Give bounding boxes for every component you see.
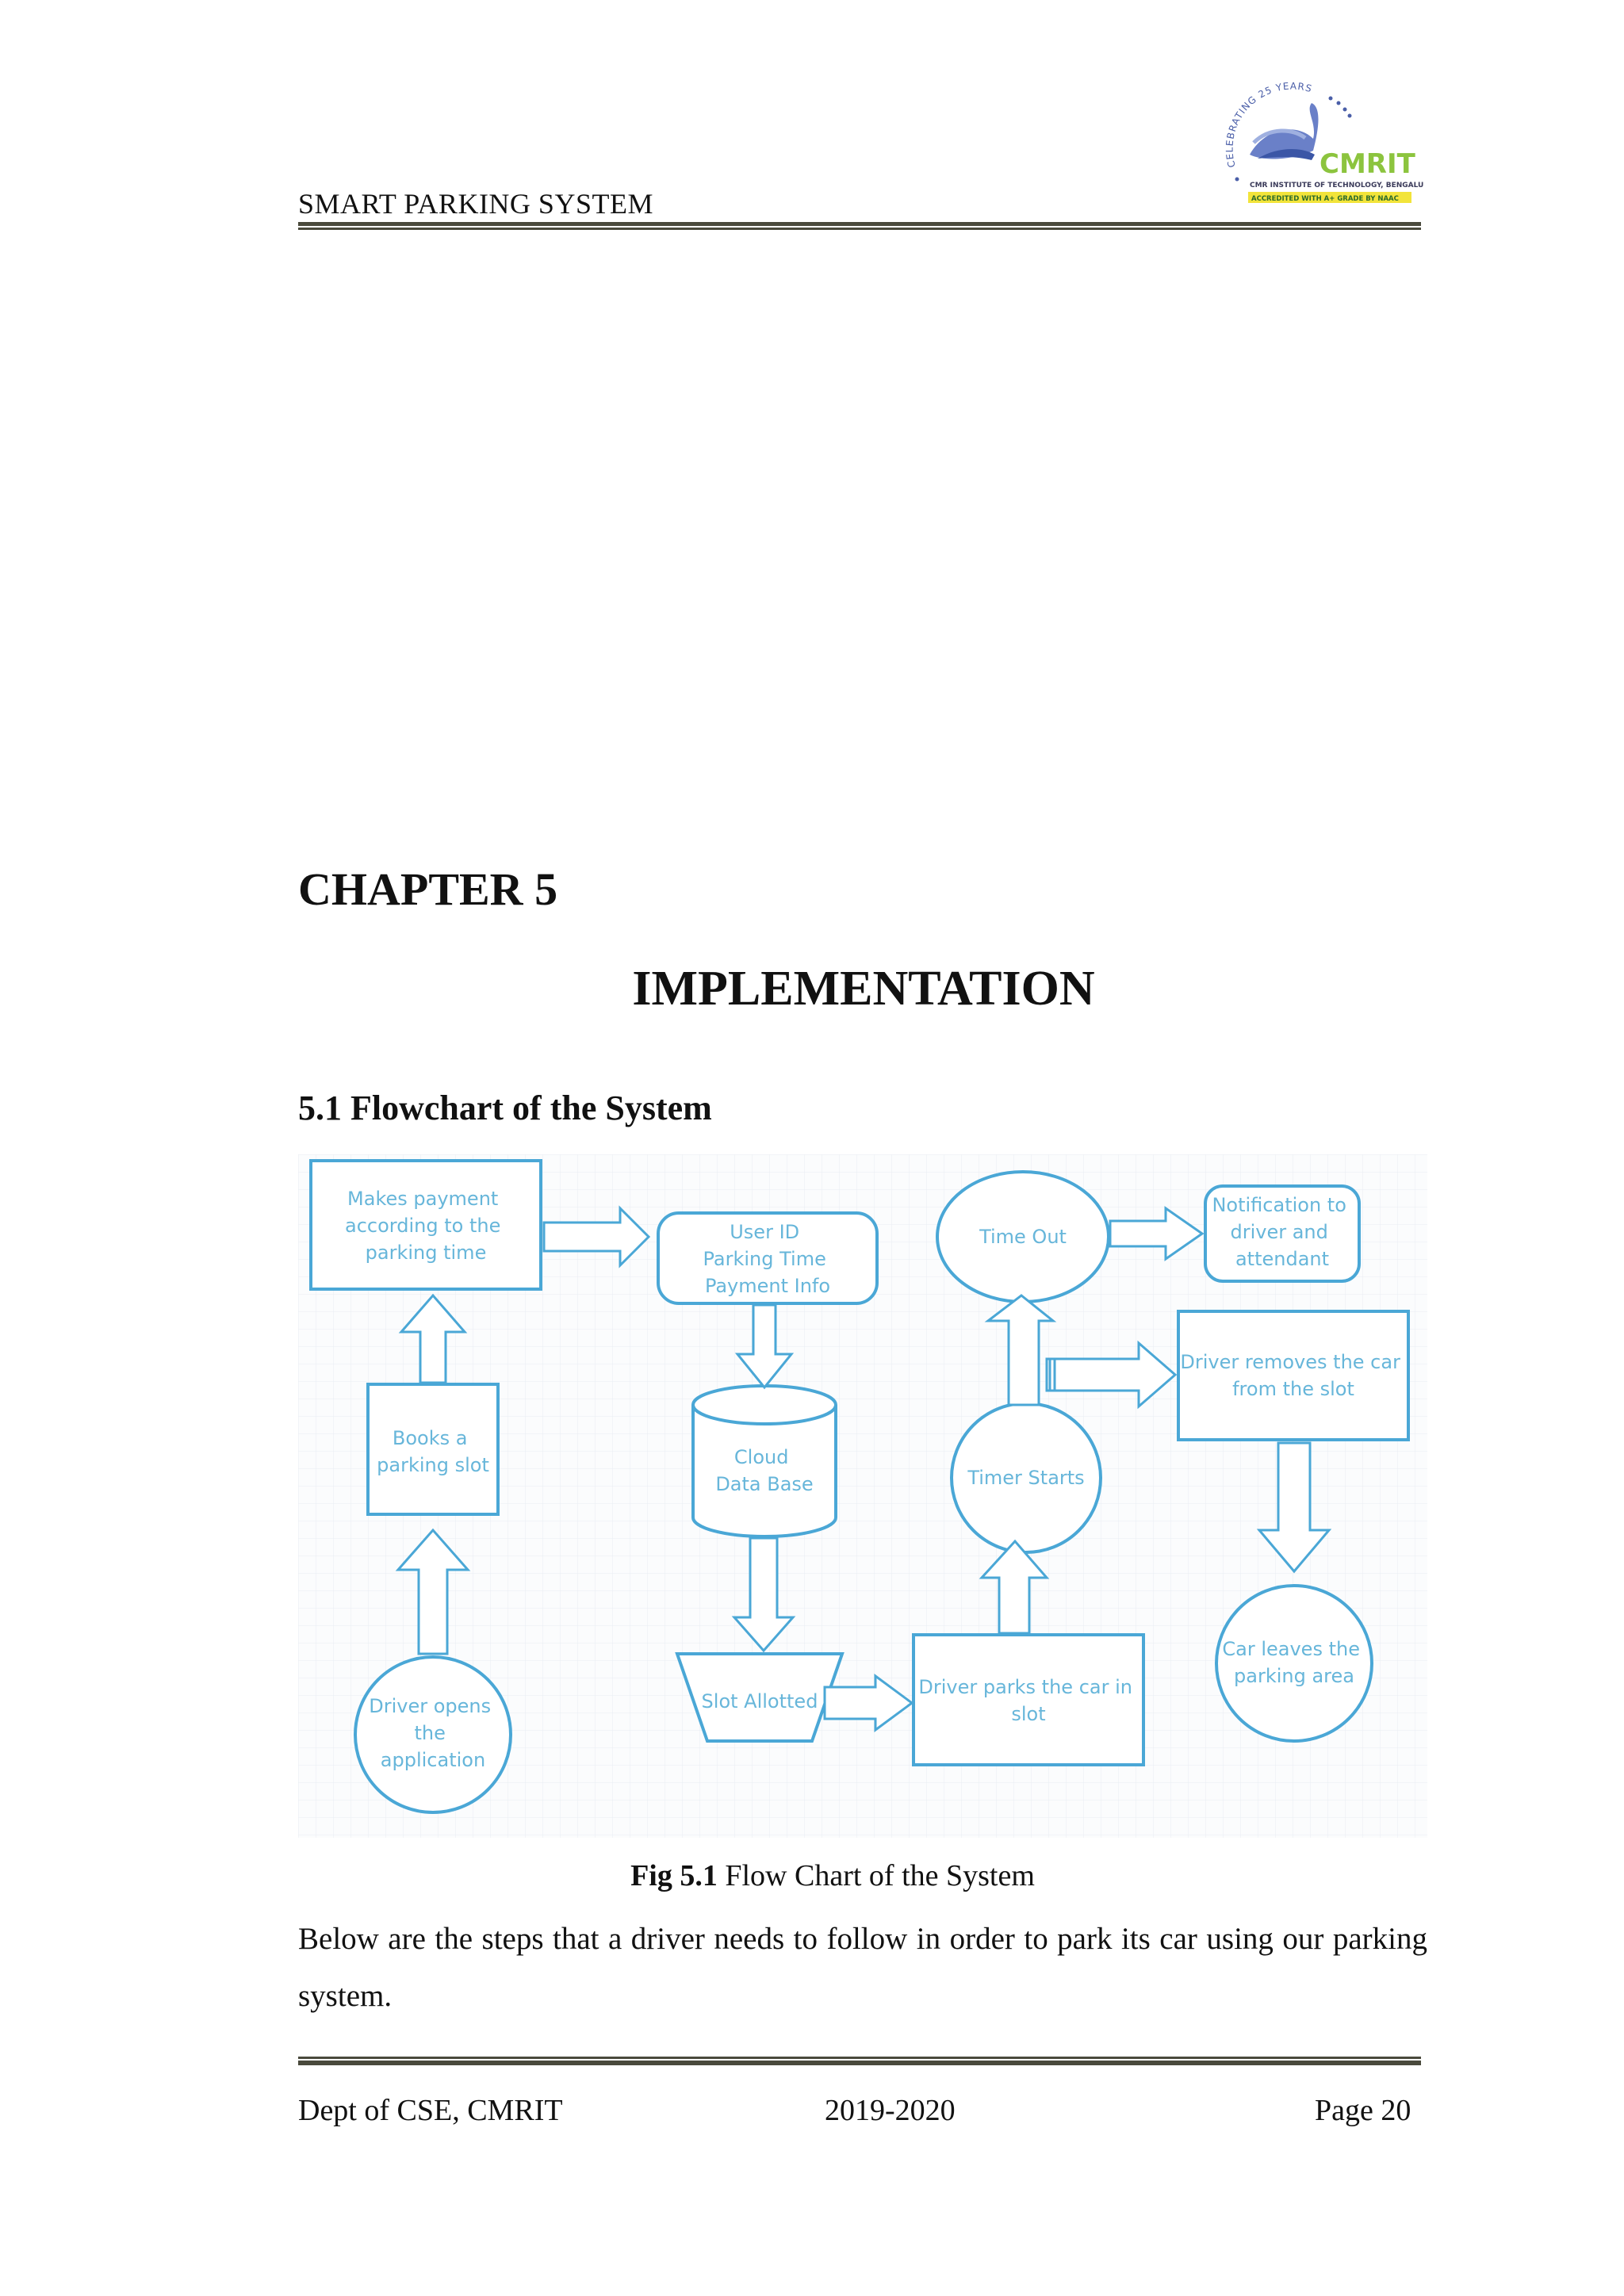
flowchart-figure: Makes payment according to the parking t…	[298, 1154, 1427, 1838]
arrow-slot-to-parks	[823, 1674, 914, 1732]
figure-label: Fig 5.1	[630, 1859, 718, 1892]
node-parks	[912, 1633, 1145, 1766]
arrow-timer-to-removes	[1045, 1340, 1178, 1410]
figure-caption-text: Flow Chart of the System	[717, 1859, 1035, 1892]
cmrit-logo: CELEBRATING 25 YEARS CMRIT CMR INSTITUTE…	[1224, 80, 1424, 203]
label-books: Books a parking slot	[377, 1427, 489, 1476]
footer-rule	[298, 2061, 1421, 2065]
node-cloud-top	[691, 1384, 837, 1425]
arrow-opens-to-books	[395, 1528, 471, 1655]
logo-subtitle: CMR INSTITUTE OF TECHNOLOGY, BENGALURU.	[1250, 182, 1424, 189]
swan-icon	[1250, 103, 1319, 160]
node-opens	[354, 1655, 512, 1814]
arrow-payment-to-userinfo	[542, 1205, 651, 1269]
arrow-userinfo-to-cloud	[734, 1303, 795, 1390]
node-leaves	[1215, 1584, 1373, 1743]
footer-rule-thin	[298, 2057, 1421, 2059]
node-notification	[1204, 1184, 1361, 1283]
body-paragraph: Below are the steps that a driver needs …	[298, 1922, 1427, 2013]
logo-badge-bg	[1248, 192, 1411, 203]
chapter-label: CHAPTER 5	[298, 863, 558, 915]
label-notification: Notification to driver and attendant	[1212, 1194, 1352, 1270]
footer-page-number: Page 20	[1315, 2094, 1411, 2127]
logo-name: CMRIT	[1320, 148, 1416, 180]
label-cloud: Cloud Data Base	[715, 1446, 813, 1495]
header-rule	[298, 222, 1421, 226]
label-time-out: Time Out	[979, 1226, 1067, 1248]
label-timer: Timer Starts	[967, 1467, 1084, 1489]
label-payment: Makes payment according to the parking t…	[345, 1188, 507, 1264]
logo-badge: ACCREDITED WITH A+ GRADE BY NAAC	[1251, 195, 1399, 203]
figure-caption: Fig 5.1 Flow Chart of the System	[0, 1858, 1624, 1893]
label-parks: Driver parks the car in slot	[918, 1676, 1138, 1725]
label-leaves: Car leaves the parking area	[1222, 1638, 1365, 1687]
node-cloud	[691, 1405, 837, 1538]
node-books	[366, 1383, 500, 1516]
node-payment	[309, 1159, 542, 1291]
arrow-timer-to-timeout	[984, 1294, 1057, 1406]
arrow-timeout-to-notification	[1109, 1206, 1205, 1261]
arrow-cloud-to-slot	[731, 1536, 796, 1653]
label-user-info: User ID Parking Time Payment Info	[703, 1221, 833, 1297]
label-slot-allotted: Slot Allotted	[702, 1690, 818, 1712]
node-slot-allotted	[675, 1652, 845, 1743]
label-removes: Driver removes the car from the slot	[1180, 1351, 1406, 1400]
footer-dept: Dept of CSE, CMRIT	[298, 2094, 563, 2127]
footer-year: 2019-2020	[825, 2094, 956, 2127]
node-removes	[1177, 1310, 1410, 1441]
running-header: SMART PARKING SYSTEM	[298, 188, 653, 220]
arrow-books-to-payment	[398, 1293, 468, 1384]
label-opens: Driver opens the application	[369, 1695, 497, 1771]
section-title: 5.1 Flowchart of the System	[298, 1089, 712, 1127]
node-user-info	[657, 1211, 879, 1305]
arrow-removes-to-leaves	[1256, 1441, 1332, 1574]
header-rule-thin	[298, 228, 1421, 230]
chapter-title: IMPLEMENTATION	[632, 962, 1095, 1016]
star-dots-icon	[1235, 96, 1352, 182]
arrow-parks-to-timer	[979, 1539, 1050, 1635]
